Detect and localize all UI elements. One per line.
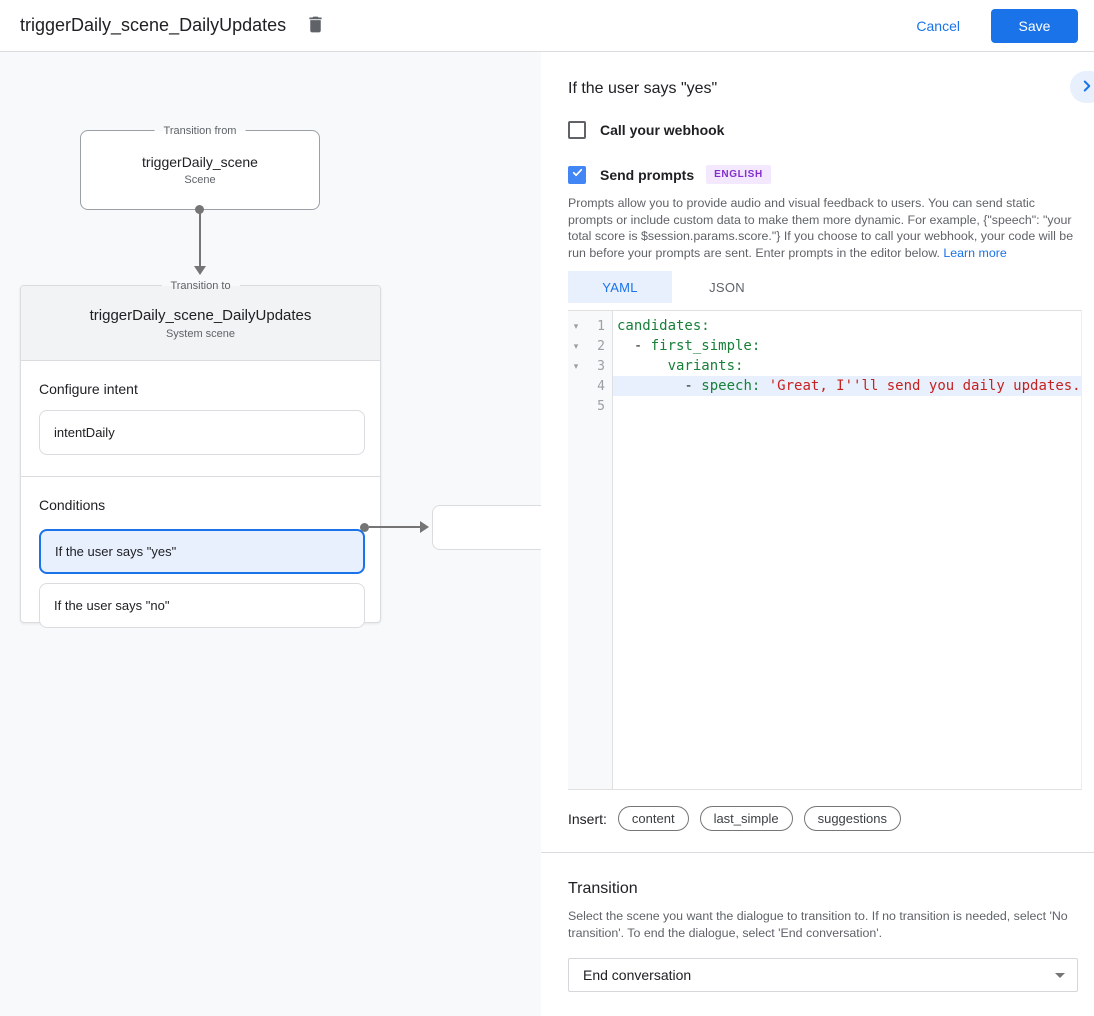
- transition-from-legend: Transition from: [154, 123, 246, 139]
- call-webhook-checkbox[interactable]: [568, 121, 586, 139]
- transition-from-node[interactable]: Transition from triggerDaily_scene Scene: [80, 123, 320, 210]
- to-scene-header[interactable]: triggerDaily_scene_DailyUpdates System s…: [21, 286, 380, 361]
- connector-dot-condition: [360, 523, 369, 532]
- arrowhead-right-icon: [420, 521, 429, 533]
- fold-arrow-icon[interactable]: ▾: [573, 341, 579, 351]
- gutter-line[interactable]: ▾1: [568, 316, 612, 336]
- next-scene-node[interactable]: [432, 505, 541, 550]
- from-scene-type: Scene: [184, 174, 216, 186]
- connector-line-vertical: [199, 212, 201, 266]
- transition-select[interactable]: End conversation: [568, 958, 1078, 992]
- panel-title: If the user says "yes": [568, 80, 718, 97]
- code-line[interactable]: candidates:: [617, 318, 710, 334]
- tab-json[interactable]: JSON: [672, 271, 782, 303]
- transition-section-title: Transition: [568, 880, 638, 897]
- page-title: triggerDaily_scene_DailyUpdates: [20, 15, 287, 35]
- send-prompts-checkbox[interactable]: [568, 165, 586, 184]
- condition-detail-panel: If the user says "yes" Call your webhook…: [541, 52, 1094, 1016]
- condition-item-no[interactable]: If the user says "no": [39, 583, 365, 628]
- code-line[interactable]: [613, 396, 1081, 416]
- intent-input[interactable]: [39, 410, 365, 455]
- line-number: 3: [597, 358, 605, 374]
- transition-description: Select the scene you want the dialogue t…: [568, 909, 1068, 940]
- from-scene-name: triggerDaily_scene: [142, 154, 258, 170]
- cancel-button[interactable]: Cancel: [900, 10, 976, 42]
- section-divider: [541, 852, 1094, 853]
- connector-dot-top: [195, 205, 204, 214]
- save-button[interactable]: Save: [991, 8, 1078, 43]
- learn-more-link[interactable]: Learn more: [943, 245, 1007, 260]
- line-number: 4: [597, 378, 605, 394]
- delete-scene-button[interactable]: [303, 14, 327, 38]
- checkmark-icon: [571, 166, 584, 184]
- gutter-line[interactable]: ▾3: [568, 356, 612, 376]
- condition-no-label: If the user says "no": [54, 598, 170, 613]
- transition-select-value: End conversation: [583, 967, 692, 983]
- to-scene-type: System scene: [165, 327, 236, 340]
- to-scene-name: triggerDaily_scene_DailyUpdates: [89, 306, 312, 324]
- transition-to-card: Transition to triggerDaily_scene_DailyUp…: [20, 278, 381, 628]
- top-bar: triggerDaily_scene_DailyUpdates Cancel S…: [0, 0, 1094, 52]
- insert-content-pill[interactable]: content: [617, 806, 689, 831]
- configure-intent-label: Configure intent: [39, 381, 138, 397]
- line-number: 5: [597, 398, 605, 414]
- line-number: 1: [597, 318, 605, 334]
- gutter-line[interactable]: 4: [568, 376, 612, 396]
- insert-label: Insert:: [568, 810, 607, 827]
- gutter-line[interactable]: 5: [568, 396, 612, 416]
- code-lines[interactable]: candidates: - first_simple: variants: - …: [613, 311, 1081, 789]
- chevron-right-icon: [1078, 77, 1094, 98]
- insert-last-simple-pill[interactable]: last_simple: [699, 806, 793, 831]
- condition-item-yes[interactable]: If the user says "yes": [39, 529, 365, 574]
- card-divider: [21, 476, 380, 477]
- arrowhead-down-icon: [194, 266, 206, 275]
- send-prompts-label: Send prompts: [600, 166, 695, 183]
- conditions-label: Conditions: [39, 497, 106, 513]
- send-prompts-row: Send prompts ENGLISH: [568, 165, 1082, 184]
- code-line[interactable]: - speech: 'Great, I''ll send you daily u…: [613, 376, 1081, 396]
- gutter-line[interactable]: ▾2: [568, 336, 612, 356]
- code-line[interactable]: - first_simple:: [617, 338, 761, 354]
- trash-icon: [305, 14, 326, 38]
- line-number: 2: [597, 338, 605, 354]
- scene-flow-canvas: Transition from triggerDaily_scene Scene…: [0, 52, 541, 1016]
- dropdown-caret-icon: [1055, 972, 1065, 978]
- call-webhook-label: Call your webhook: [600, 122, 725, 138]
- condition-yes-label: If the user says "yes": [55, 544, 177, 559]
- prompts-description: Prompts allow you to provide audio and v…: [568, 196, 1074, 260]
- language-badge: ENGLISH: [706, 165, 771, 184]
- transition-to-legend: Transition to: [161, 278, 240, 294]
- webhook-row: Call your webhook: [568, 121, 1082, 139]
- fold-arrow-icon[interactable]: ▾: [573, 321, 579, 331]
- fold-arrow-icon[interactable]: ▾: [573, 361, 579, 371]
- insert-suggestions-pill[interactable]: suggestions: [803, 806, 901, 831]
- connector-line-horizontal: [369, 526, 421, 528]
- collapse-panel-button[interactable]: [1069, 71, 1094, 103]
- editor-format-tabs: YAML JSON: [568, 271, 1082, 303]
- tab-yaml[interactable]: YAML: [568, 271, 672, 303]
- code-line[interactable]: variants:: [667, 358, 744, 374]
- insert-row: Insert: content last_simple suggestions: [568, 806, 1082, 831]
